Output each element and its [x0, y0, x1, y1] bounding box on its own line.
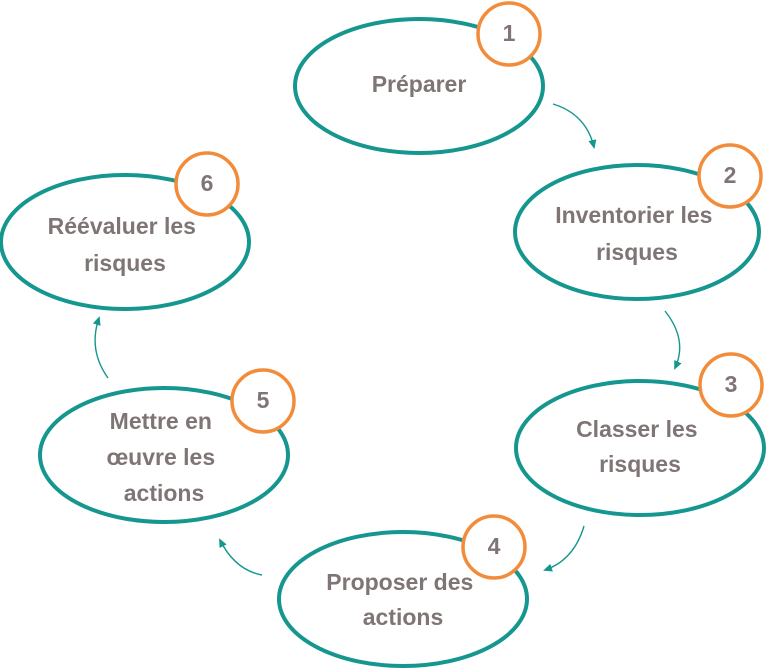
step-3-label: Classer les risques: [576, 416, 704, 477]
step-4-label-line-2: actions: [363, 604, 444, 630]
step-2-label-line-2: risques: [596, 239, 678, 265]
step-3-label-line-1: Classer les: [576, 416, 697, 442]
step-2-number: 2: [724, 162, 737, 188]
step-6-label-line-1: Réévaluer les: [48, 213, 196, 239]
step-4: Proposer des actions 4: [277, 514, 529, 668]
step-2: Inventorier les risques 2: [513, 143, 763, 301]
step-1-label: Préparer: [372, 71, 467, 97]
arrow-1-to-2: [552, 103, 597, 149]
step-5-badge: [230, 368, 296, 434]
step-6-number: 6: [201, 170, 214, 196]
step-1-badge: [476, 1, 542, 67]
step-5-number: 5: [257, 387, 270, 413]
step-2-label-line-1: Inventorier les: [555, 202, 712, 228]
step-6-label-line-2: risques: [84, 250, 166, 276]
step-5-label: Mettre en œuvre les actions: [106, 408, 221, 506]
step-3-number: 3: [725, 371, 738, 397]
step-1-ellipse: [293, 17, 545, 155]
step-1-number: 1: [503, 20, 516, 46]
step-2-badge: [697, 143, 763, 209]
step-4-label-line-1: Proposer des: [326, 569, 473, 595]
step-3-label-line-2: risques: [599, 451, 681, 477]
step-3: Classer les risques 3: [514, 352, 766, 517]
step-5-ellipse: [38, 386, 290, 524]
step-3-ellipse: [514, 379, 766, 517]
step-5-label-line-2: œuvre les: [106, 444, 215, 470]
arrow-3-to-4: [543, 525, 585, 572]
step-6: Réévaluer les risques 6: [0, 151, 251, 311]
step-4-number: 4: [488, 533, 501, 559]
arrow-2-to-3: [664, 310, 682, 370]
arrow-5-to-6: [92, 316, 109, 379]
step-5-label-line-1: Mettre en: [110, 408, 212, 434]
step-6-badge: [174, 151, 240, 217]
step-2-label: Inventorier les risques: [555, 202, 719, 265]
step-4-badge: [461, 514, 527, 580]
step-4-label: Proposer des actions: [326, 569, 479, 630]
step-3-badge: [698, 352, 764, 418]
step-6-label: Réévaluer les risques: [48, 213, 203, 276]
step-2-ellipse: [513, 163, 761, 301]
step-5-label-line-3: actions: [124, 480, 205, 506]
step-5: Mettre en œuvre les actions 5: [38, 368, 296, 524]
arrow-4-to-5: [219, 538, 263, 576]
step-4-ellipse: [277, 530, 529, 668]
step-1: Préparer 1: [293, 1, 545, 155]
step-1-label-line-1: Préparer: [372, 71, 467, 97]
